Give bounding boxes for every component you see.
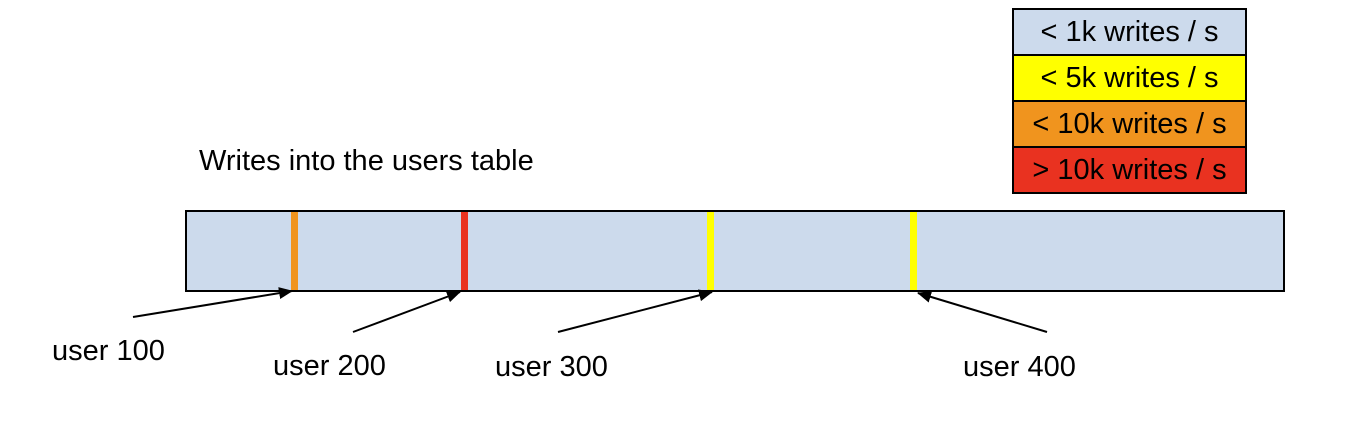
legend-item-label: < 1k writes / s <box>1040 15 1219 48</box>
legend-item: < 10k writes / s <box>1012 100 1247 148</box>
legend-item: > 10k writes / s <box>1012 146 1247 194</box>
user-label: user 100 <box>52 335 165 367</box>
legend-item-label: < 5k writes / s <box>1040 61 1219 94</box>
annotation-arrow <box>352 290 461 333</box>
users-table-bar <box>185 210 1285 292</box>
annotation-arrow <box>917 291 1048 333</box>
annotation-arrow <box>132 287 293 318</box>
write-rate-tick <box>290 212 298 290</box>
write-rate-tick <box>910 212 918 290</box>
legend-item-label: < 10k writes / s <box>1032 107 1227 140</box>
legend-item-label: > 10k writes / s <box>1032 153 1227 186</box>
write-rate-tick <box>460 212 468 290</box>
user-label: user 400 <box>963 351 1076 383</box>
legend: < 1k writes / s < 5k writes / s < 10k wr… <box>1012 8 1247 194</box>
write-rate-tick <box>707 212 715 290</box>
annotation-arrow <box>557 289 713 333</box>
user-label: user 300 <box>495 351 608 383</box>
diagram-title: Writes into the users table <box>199 145 534 177</box>
user-label: user 200 <box>273 350 386 382</box>
legend-item: < 5k writes / s <box>1012 54 1247 102</box>
legend-item: < 1k writes / s <box>1012 8 1247 56</box>
